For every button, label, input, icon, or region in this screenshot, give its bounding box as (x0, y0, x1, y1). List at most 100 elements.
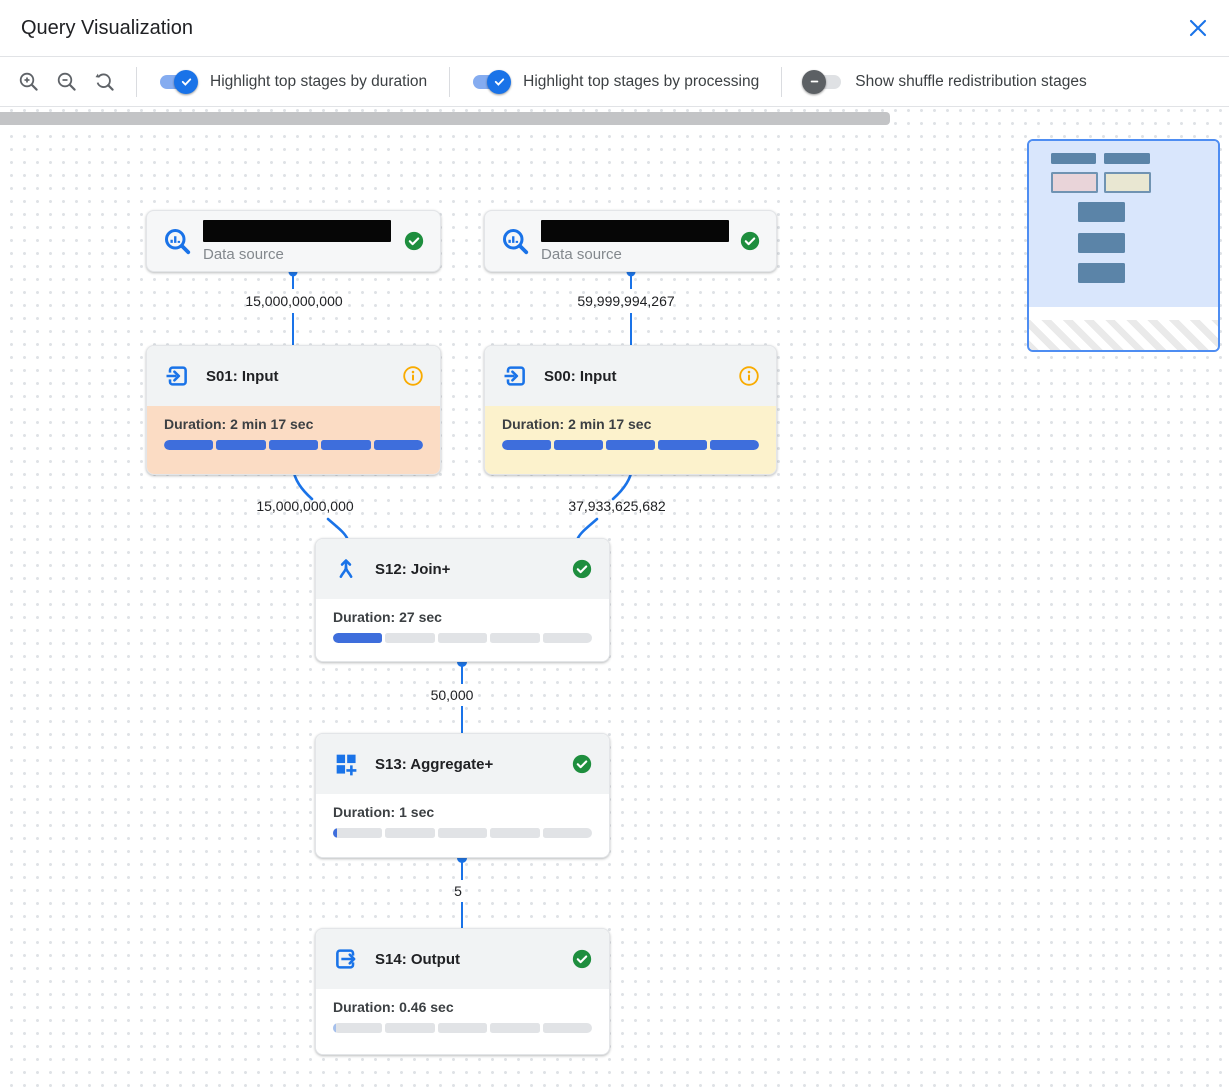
dialog-header: Query Visualization (0, 0, 1229, 57)
stage-duration: Duration: 27 sec (333, 609, 442, 625)
data-source-label: Data source (203, 245, 284, 263)
minimap-node (1078, 233, 1125, 253)
duration-bar-segment (554, 440, 603, 450)
minimap-node (1104, 153, 1150, 164)
minimap-out-of-bounds-hatch (1029, 320, 1218, 350)
toggle-knob (174, 69, 198, 94)
graph-canvas[interactable]: 15,000,000,000 59,999,994,267 15,000,000… (0, 108, 1229, 1090)
minimap-node-highlight-duration (1051, 172, 1098, 193)
toggle-label-shuffle: Show shuffle redistribution stages (855, 72, 1087, 90)
toggle-highlight-processing[interactable] (472, 69, 512, 95)
minimap-node (1078, 263, 1125, 283)
toggle-group-processing: Highlight top stages by processing (454, 69, 777, 95)
data-source-node[interactable]: Data source (484, 210, 777, 272)
stage-duration: Duration: 0.46 sec (333, 999, 454, 1015)
toggle-group-duration: Highlight top stages by duration (141, 69, 445, 95)
duration-bar (333, 1023, 593, 1033)
toggle-group-shuffle: Show shuffle redistribution stages (786, 69, 1105, 95)
minimap[interactable] (1027, 139, 1220, 352)
check-icon (494, 78, 504, 86)
toolbar-divider (781, 66, 783, 97)
duration-bar-segment (606, 440, 655, 450)
data-source-node[interactable]: Data source (146, 210, 441, 272)
duration-bar-segment (490, 828, 540, 838)
close-button[interactable] (1183, 13, 1213, 43)
toggle-label-duration: Highlight top stages by duration (210, 72, 428, 90)
stage-node-s00[interactable]: S00: Input Duration: 2 min 17 sec (484, 345, 777, 475)
check-circle-icon (571, 753, 593, 775)
stage-duration: Duration: 2 min 17 sec (502, 416, 652, 432)
duration-bar-segment (502, 440, 551, 450)
duration-bar-segment (268, 440, 319, 450)
duration-bar-segment (164, 440, 214, 450)
edge-row-count: 5 (454, 883, 462, 899)
toolbar: Highlight top stages by duration Highlig… (0, 57, 1229, 107)
stage-title: S12: Join+ (375, 560, 451, 578)
edge-row-count: 50,000 (430, 687, 474, 703)
info-icon[interactable] (402, 365, 424, 387)
duration-bar-segment (333, 828, 383, 838)
duration-bar (333, 828, 593, 838)
stage-title: S00: Input (544, 367, 617, 385)
output-icon (336, 949, 356, 969)
check-icon (181, 78, 191, 86)
duration-bar-segment (490, 633, 540, 643)
stage-node-s01[interactable]: S01: Input Duration: 2 min 17 sec (146, 345, 441, 475)
zoom-out-icon (57, 72, 76, 91)
duration-bar-segment (437, 1023, 488, 1033)
data-source-label: Data source (541, 245, 622, 263)
join-icon (339, 559, 353, 578)
toggle-highlight-duration[interactable] (159, 69, 198, 95)
toolbar-divider (449, 66, 451, 97)
duration-bar-segment (658, 440, 707, 450)
duration-bar-segment (373, 440, 424, 450)
input-icon (166, 366, 187, 386)
duration-bar-segment (216, 440, 266, 450)
stage-title: S01: Input (206, 367, 279, 385)
zoom-reset-button[interactable] (88, 65, 122, 99)
edge-row-count: 59,999,994,267 (577, 293, 675, 309)
minimap-node (1078, 202, 1125, 222)
stage-title: S14: Output (375, 950, 460, 968)
stage-title: S13: Aggregate+ (375, 755, 494, 773)
aggregate-icon (336, 754, 357, 776)
check-circle-icon (571, 948, 593, 970)
horizontal-scrollbar-thumb[interactable] (0, 112, 890, 125)
duration-bar-segment (385, 1023, 435, 1033)
toolbar-divider (136, 66, 137, 97)
edge-row-count: 15,000,000,000 (245, 293, 343, 309)
duration-bar (164, 440, 424, 450)
stage-node-s13[interactable]: S13: Aggregate+ Duration: 1 sec (315, 733, 610, 858)
stage-node-s12[interactable]: S12: Join+ Duration: 27 sec (315, 538, 610, 662)
minimap-node (1051, 153, 1096, 164)
duration-bar-segment (542, 1023, 593, 1033)
redacted-table-name (203, 219, 391, 242)
edge-row-count: 37,933,625,682 (568, 498, 666, 514)
zoom-in-button[interactable] (12, 65, 46, 99)
check-circle-icon (403, 230, 425, 252)
zoom-in-icon (19, 72, 38, 91)
duration-bar-segment (437, 633, 488, 643)
stage-duration: Duration: 1 sec (333, 804, 435, 820)
duration-bar-segment (490, 1023, 540, 1033)
zoom-reset-icon (95, 73, 114, 91)
dash-icon (810, 80, 818, 83)
data-source-icon (165, 229, 191, 255)
info-icon[interactable] (738, 365, 760, 387)
toggle-knob (802, 69, 827, 94)
duration-bar-segment (333, 633, 383, 643)
duration-bar-segment (542, 828, 593, 838)
minimap-node-highlight-processing (1104, 172, 1151, 193)
stage-node-s14[interactable]: S14: Output Duration: 0.46 sec (315, 928, 610, 1055)
edge-row-count: 15,000,000,000 (256, 498, 354, 514)
stage-duration: Duration: 2 min 17 sec (164, 416, 314, 432)
redacted-table-name (541, 219, 729, 242)
duration-bar (502, 440, 759, 450)
check-circle-icon (571, 558, 593, 580)
zoom-out-button[interactable] (50, 65, 84, 99)
toggle-label-processing: Highlight top stages by processing (523, 72, 760, 90)
toggle-show-shuffle[interactable] (802, 69, 842, 95)
duration-bar-segment (542, 633, 593, 643)
duration-bar-segment (710, 440, 759, 450)
